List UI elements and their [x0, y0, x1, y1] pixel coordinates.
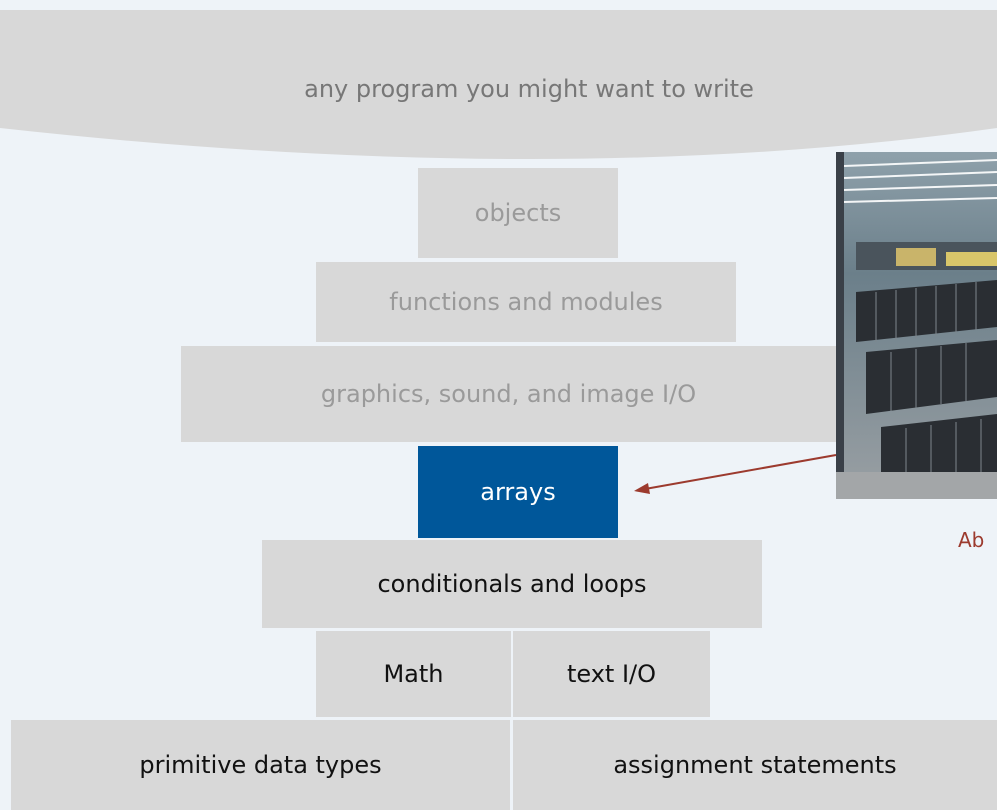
- layer-arrays: arrays: [418, 446, 618, 538]
- layer-functions-and-modules: functions and modules: [316, 262, 736, 342]
- layer-text-io: text I/O: [513, 631, 710, 717]
- layer-assignment-statements: assignment statements: [513, 720, 997, 810]
- top-banner-label: any program you might want to write: [304, 75, 754, 103]
- layer-math: Math: [316, 631, 511, 717]
- layer-objects: objects: [418, 168, 618, 258]
- datacenter-photo: [836, 152, 997, 499]
- layer-graphics-sound-image-io: graphics, sound, and image I/O: [181, 346, 836, 442]
- top-banner: [0, 10, 997, 159]
- layer-conditionals-and-loops: conditionals and loops: [262, 540, 762, 628]
- layer-primitive-data-types: primitive data types: [11, 720, 510, 810]
- photo-caption: Ab: [958, 528, 985, 552]
